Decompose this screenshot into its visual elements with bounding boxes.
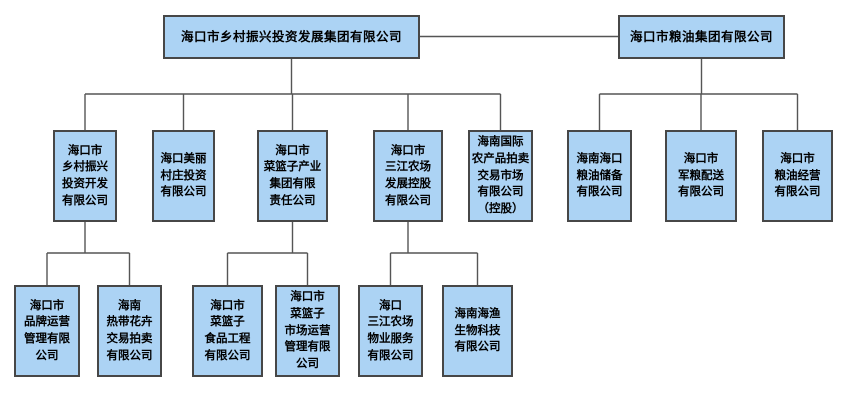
node-root-grain-oil-group: 海口市粮油集团有限公司 [618,15,785,59]
node-l3-vegetable-basket-market-operation: 海口市 菜篮子 市场运营 管理有限 公司 [275,285,340,377]
connector-subtree-3 [389,222,479,285]
node-l3-haiyu-biotech: 海南海渔 生物科技 有限公司 [442,285,513,377]
connector-subtree-2 [226,222,309,285]
node-l3-brand-operation-management: 海口市 品牌运营 管理有限 公司 [14,285,80,377]
node-l2-sanjiang-farm-holding: 海口市 三江农场 发展控股 有限公司 [373,130,443,222]
node-root-rural-revitalization-group: 海口市乡村振兴投资发展集团有限公司 [163,15,420,59]
connector-left-tree [84,59,502,130]
node-l3-tropical-flower-auction: 海南 热带花卉 交易拍卖 有限公司 [97,285,162,377]
node-l2-grain-oil-reserve: 海南海口 粮油储备 有限公司 [567,130,632,222]
node-l2-grain-oil-operation: 海口市 粮油经营 有限公司 [762,130,833,222]
node-l2-military-grain-delivery: 海口市 军粮配送 有限公司 [665,130,737,222]
node-l2-vegetable-basket-industry-group: 海口市 菜篮子产业 集团有限 责任公司 [257,130,328,222]
connector-subtree-1 [46,222,131,285]
node-l3-vegetable-basket-food-engineering: 海口市 菜篮子 食品工程 有限公司 [192,285,263,377]
node-l3-sanjiang-property-service: 海口 三江农场 物业服务 有限公司 [358,285,423,377]
node-l2-beautiful-village-investment: 海口美丽 村庄投资 有限公司 [152,130,215,222]
node-l2-intl-agri-auction-market: 海南国际 农产品拍卖 交易市场 有限公司 （控股） [468,130,533,222]
node-l2-rural-investment-dev: 海口市 乡村振兴 投资开发 有限公司 [53,130,117,222]
connector-right-tree [598,59,799,130]
